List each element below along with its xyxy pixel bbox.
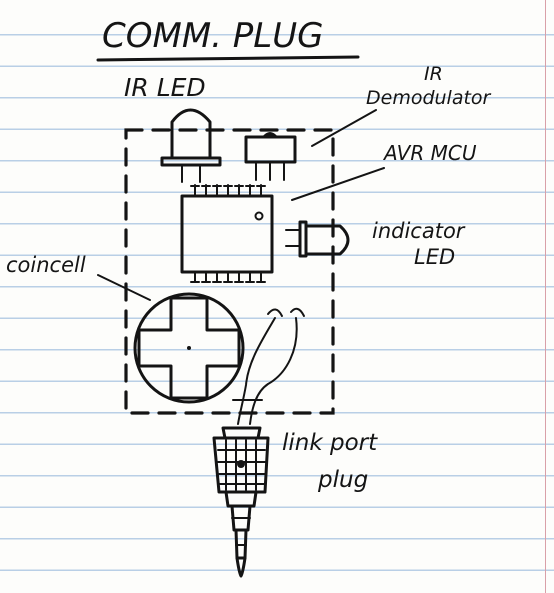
label-ir-led: IR LED — [124, 73, 206, 102]
label-ir-demodulator-2: Demodulator — [366, 87, 492, 109]
leader-avr-mcu — [292, 168, 384, 200]
ir-led — [162, 110, 220, 182]
plug-wires — [233, 309, 304, 424]
ir-demodulator — [246, 132, 295, 180]
leader-ir-demodulator — [312, 110, 376, 146]
indicator-led — [286, 222, 348, 256]
leader-coincell — [98, 275, 150, 300]
label-link-port-plug-1: link port — [282, 430, 378, 456]
label-indicator-led-2: LED — [414, 245, 455, 269]
coincell — [135, 294, 243, 402]
label-coincell: coincell — [6, 253, 86, 277]
diagram-title: COMM. PLUG — [102, 16, 323, 56]
title-underline — [98, 57, 358, 60]
label-ir-demodulator-1: IR — [424, 63, 443, 85]
label-link-port-plug-2: plug — [317, 467, 368, 493]
label-indicator-led-1: indicator — [372, 219, 466, 243]
avr-mcu-chip — [182, 185, 272, 282]
link-port-plug — [214, 428, 268, 576]
label-avr-mcu: AVR MCU — [382, 141, 477, 165]
